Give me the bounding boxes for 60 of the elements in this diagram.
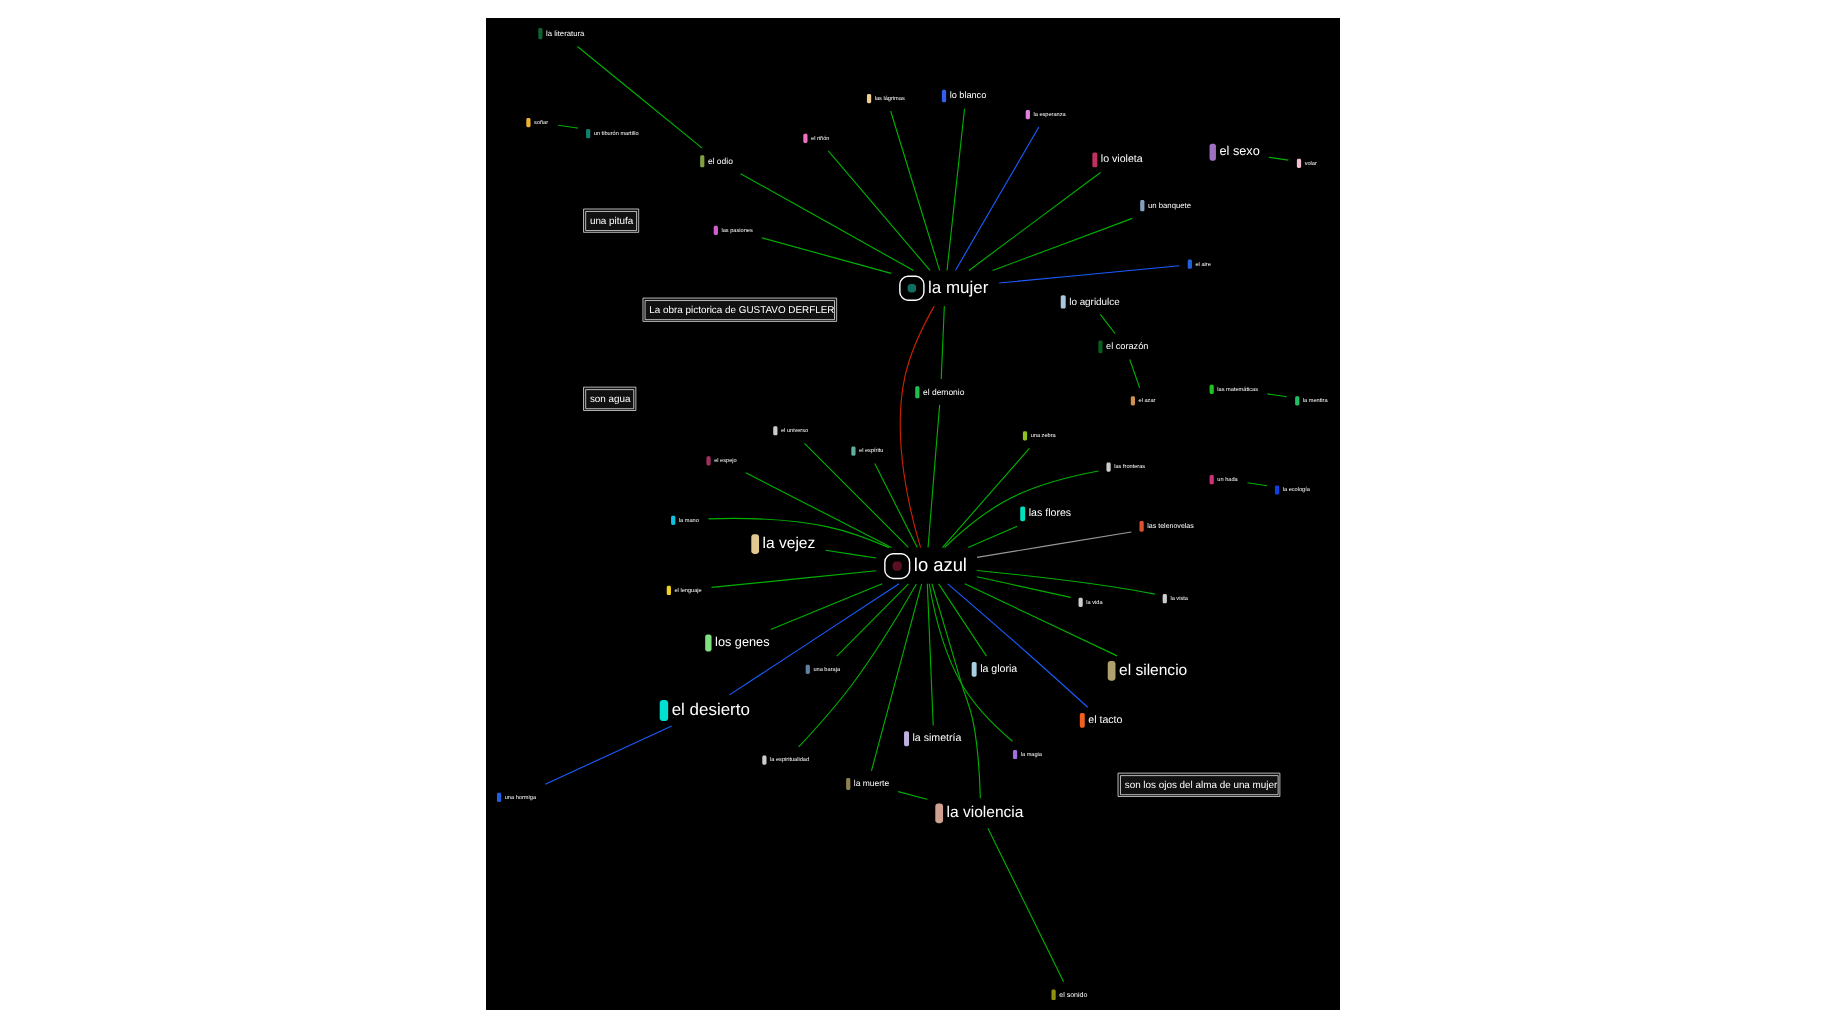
connector	[966, 524, 1017, 548]
connector	[575, 44, 702, 148]
connector	[802, 441, 908, 547]
connector	[986, 826, 1064, 982]
connector	[824, 548, 876, 558]
connector	[926, 403, 940, 547]
connector	[709, 569, 876, 587]
connector	[869, 582, 922, 771]
connector	[930, 582, 980, 798]
connector	[1128, 357, 1140, 388]
connector	[898, 304, 934, 548]
node-box	[970, 660, 976, 676]
node-box	[1091, 151, 1097, 167]
connector	[1265, 392, 1287, 397]
connector	[889, 109, 940, 270]
connector	[835, 582, 909, 656]
node-label: lo azul	[912, 553, 966, 574]
connector	[975, 530, 1131, 557]
connector	[826, 149, 930, 270]
node-box	[1106, 659, 1115, 680]
connector	[937, 582, 987, 656]
node-box	[1019, 505, 1025, 521]
node-box	[934, 802, 943, 823]
connector	[975, 568, 1155, 594]
connector	[744, 471, 891, 548]
connector	[997, 264, 1180, 283]
connector	[727, 582, 899, 695]
node-label: el desierto	[670, 697, 749, 718]
connector	[707, 516, 889, 548]
node-box	[750, 533, 759, 553]
connector	[556, 123, 578, 128]
connector	[925, 582, 933, 726]
connector	[543, 724, 672, 784]
connector	[760, 236, 891, 273]
connector	[975, 575, 1071, 597]
connector	[991, 216, 1132, 271]
connector	[927, 582, 1012, 741]
connector	[873, 461, 917, 548]
connector	[739, 172, 914, 271]
connector	[945, 107, 965, 271]
node-box	[1078, 711, 1084, 727]
connector	[946, 582, 1088, 707]
node-box	[704, 633, 711, 651]
connector	[967, 170, 1101, 270]
connector	[797, 582, 916, 747]
connector	[954, 125, 1039, 270]
connector	[1267, 155, 1288, 160]
connector	[940, 446, 1029, 548]
connector	[942, 469, 1099, 548]
node-label: la mujer	[927, 275, 988, 296]
connector	[896, 790, 928, 799]
connector	[1246, 481, 1267, 486]
connector	[963, 582, 1117, 656]
node-box	[1208, 142, 1215, 160]
connector	[769, 582, 882, 629]
node-box	[1059, 294, 1065, 308]
connector	[939, 304, 944, 379]
connector	[1098, 312, 1115, 334]
node-box	[658, 698, 668, 721]
node-box	[903, 730, 908, 746]
